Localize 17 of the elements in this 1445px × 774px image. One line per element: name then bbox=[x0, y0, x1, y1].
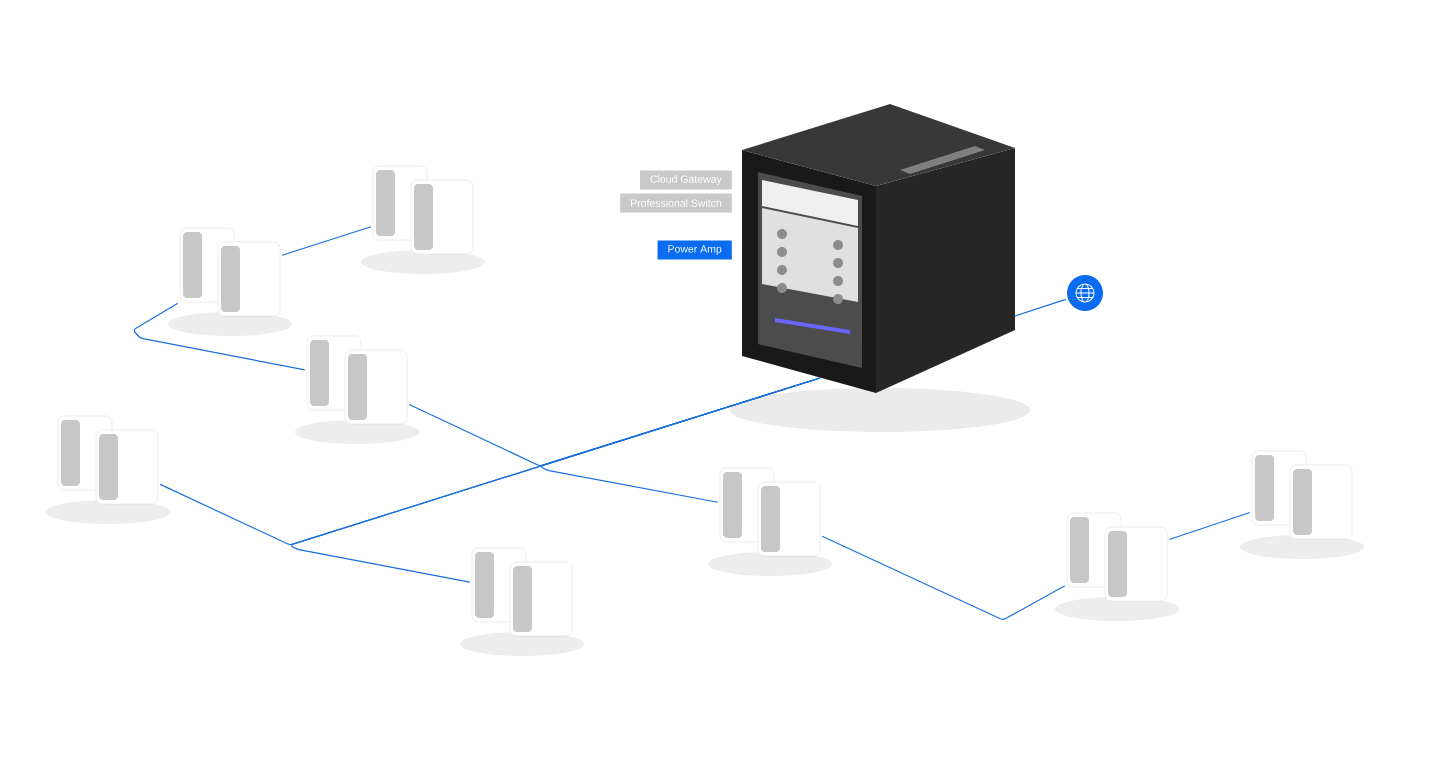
speaker-drawing bbox=[361, 165, 485, 274]
cable-line bbox=[540, 377, 821, 503]
cable-line bbox=[821, 535, 1066, 620]
speaker-drawing bbox=[168, 227, 292, 336]
cable-line bbox=[133, 302, 306, 371]
cable-line bbox=[1014, 298, 1067, 317]
speaker-drawing bbox=[1240, 450, 1364, 559]
speaker-drawing bbox=[460, 547, 584, 656]
speaker-drawing bbox=[295, 335, 419, 444]
speaker-drawing bbox=[1055, 512, 1179, 621]
cable-line bbox=[281, 226, 372, 256]
speaker-drawing bbox=[708, 467, 832, 576]
label-tag: Power Amp bbox=[657, 240, 732, 260]
speaker-drawing bbox=[46, 415, 170, 524]
globe-icon bbox=[1067, 275, 1103, 311]
cable-line bbox=[1168, 511, 1251, 541]
rack-drawing bbox=[730, 104, 1030, 432]
